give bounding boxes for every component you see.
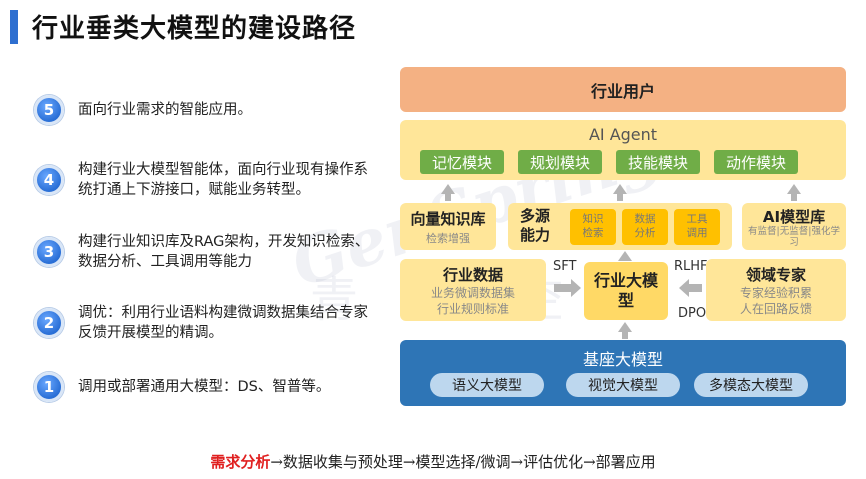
step-3: 3 构建行业知识库及RAG架构，开发知识检索、数据分析、工具调用等能力 (34, 232, 378, 272)
domain-expert-line: 人在回路反馈 (739, 302, 812, 316)
step-2: 2 调优：利用行业语料构建微调数据集结合专家反馈开展模型的精调。 (34, 303, 378, 343)
step-number-badge: 5 (34, 95, 64, 125)
arrow-up-icon (618, 322, 632, 332)
workflow-rest: →数据收集与预处理→模型选择/微调→评估优化→部署应用 (270, 453, 656, 471)
arrow-stem (617, 193, 623, 201)
vector-kb-sub: 检索增强 (426, 232, 470, 245)
base-model-title: 基座大模型 (582, 350, 663, 369)
cap-data-analysis: 数据 分析 (622, 209, 668, 245)
ai-model-lib-sub: 有监督|无监督|强化学习 (748, 226, 840, 248)
workflow-line: 需求分析→数据收集与预处理→模型选择/微调→评估优化→部署应用 (0, 451, 866, 472)
arrow-up-icon (613, 184, 627, 194)
step-number-badge: 2 (34, 308, 64, 338)
vector-kb-title: 向量知识库 (410, 210, 486, 228)
cap-line: 知识 (582, 213, 604, 225)
multi-source-label: 多源能力 (520, 207, 551, 244)
ai-agent-box: AI Agent 记忆模块 规划模块 技能模块 动作模块 (400, 120, 846, 180)
industry-data-sub: 业务微调数据集 行业规则标准 (400, 285, 546, 317)
arrow-stem (445, 193, 451, 201)
vision-model-pill: 视觉大模型 (566, 373, 680, 397)
planning-module: 规划模块 (518, 150, 602, 174)
step-number-badge: 1 (34, 372, 64, 402)
memory-module: 记忆模块 (420, 150, 504, 174)
arrow-right-icon (571, 279, 581, 297)
cap-line: 调用 (686, 227, 708, 239)
cap-line: 检索 (582, 227, 604, 239)
ai-model-lib-title: AI模型库 (762, 208, 826, 226)
industry-users-box: 行业用户 (400, 67, 846, 112)
domain-expert-title: 领域专家 (745, 266, 806, 284)
industry-data-box: 行业数据 业务微调数据集 行业规则标准 (400, 259, 546, 321)
arrow-up-icon (441, 184, 455, 194)
arrow-stem (554, 284, 572, 292)
semantic-model-pill: 语义大模型 (430, 373, 544, 397)
arrow-left-icon (679, 279, 689, 297)
step-text: 构建行业知识库及RAG架构，开发知识检索、数据分析、工具调用等能力 (78, 234, 370, 270)
title-accent-bar (10, 10, 18, 44)
domain-expert-box: 领域专家 专家经验积累 人在回路反馈 (706, 259, 846, 321)
cap-knowledge-retrieval: 知识 检索 (570, 209, 616, 245)
domain-expert-line: 专家经验积累 (739, 286, 812, 300)
step-number-badge: 3 (34, 237, 64, 267)
cap-tool-invocation: 工具 调用 (674, 209, 720, 245)
step-text: 调优：利用行业语料构建微调数据集结合专家反馈开展模型的精调。 (78, 305, 368, 341)
arrow-up-icon (787, 184, 801, 194)
ai-agent-title: AI Agent (588, 125, 658, 144)
multimodal-model-pill: 多模态大模型 (694, 373, 808, 397)
step-text: 调用或部署通用大模型：DS、智普等。 (78, 379, 331, 395)
industry-model-box: 行业大模型 (584, 262, 668, 320)
ai-model-lib-box: AI模型库 有监督|无监督|强化学习 (742, 203, 846, 250)
sft-label: SFT (553, 259, 577, 274)
cap-line: 工具 (686, 213, 708, 225)
industry-data-line: 业务微调数据集 (430, 286, 515, 300)
arrow-stem (688, 284, 702, 292)
step-5: 5 面向行业需求的智能应用。 (34, 95, 378, 125)
step-text: 面向行业需求的智能应用。 (78, 102, 252, 118)
base-model-box: 基座大模型 语义大模型 视觉大模型 多模态大模型 (400, 340, 846, 406)
arrow-up-icon (618, 251, 632, 261)
skill-module: 技能模块 (616, 150, 700, 174)
cap-line: 分析 (634, 227, 656, 239)
action-module: 动作模块 (714, 150, 798, 174)
rlhf-label: RLHF (674, 259, 708, 274)
page-title: 行业垂类大模型的建设路径 (32, 14, 357, 44)
domain-expert-sub: 专家经验积累 人在回路反馈 (706, 285, 846, 317)
industry-data-line: 行业规则标准 (436, 302, 509, 316)
vector-kb-box: 向量知识库 检索增强 (400, 203, 496, 250)
step-number-badge: 4 (34, 165, 64, 195)
multi-source-box: 多源能力 知识 检索 数据 分析 工具 调用 (508, 203, 732, 250)
arrow-stem (622, 331, 628, 339)
step-text: 构建行业大模型智能体，面向行业现有操作系统打通上下游接口，赋能业务转型。 (78, 162, 368, 198)
step-4: 4 构建行业大模型智能体，面向行业现有操作系统打通上下游接口，赋能业务转型。 (34, 160, 378, 200)
dpo-label: DPO (678, 306, 707, 321)
industry-data-title: 行业数据 (442, 266, 503, 284)
step-1: 1 调用或部署通用大模型：DS、智普等。 (34, 372, 378, 402)
arrow-stem (791, 193, 797, 201)
workflow-highlight: 需求分析 (210, 453, 271, 471)
cap-line: 数据 (634, 213, 656, 225)
